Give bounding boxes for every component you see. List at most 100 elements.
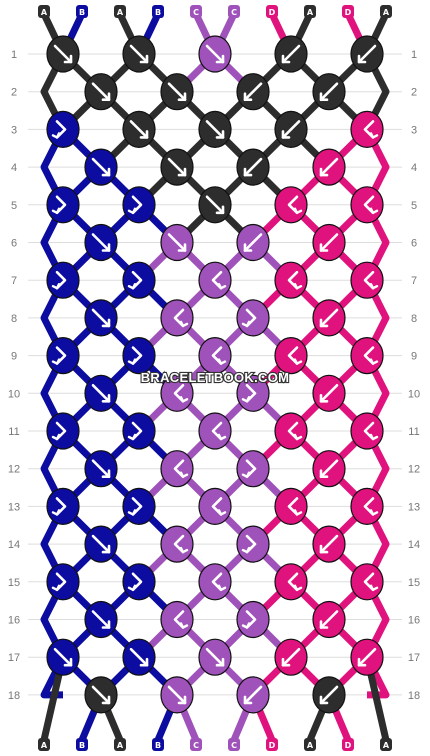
knot-arrow-head xyxy=(241,396,251,403)
knot xyxy=(46,337,80,375)
row-number-left: 10 xyxy=(8,388,20,400)
knot-arrow-shaft xyxy=(319,610,339,629)
knot xyxy=(46,563,80,601)
knot-arrow-head xyxy=(369,433,379,441)
strand-label-top: C xyxy=(193,8,199,17)
row-number-left: 3 xyxy=(11,124,17,136)
knot xyxy=(46,638,80,676)
knot-arrow-head xyxy=(217,358,227,365)
knot-arrow-head xyxy=(369,584,379,591)
knot-arrow-head xyxy=(319,92,329,101)
row-number-right: 16 xyxy=(408,615,420,627)
knot xyxy=(46,487,80,525)
knot-arrow-head xyxy=(319,318,329,328)
knot-arrow-head xyxy=(217,584,227,591)
strand-label-top: A xyxy=(383,8,390,17)
knot xyxy=(312,525,346,563)
row-number-right: 4 xyxy=(411,162,417,174)
strand-label-bottom-tab xyxy=(76,738,88,751)
knot xyxy=(46,412,80,450)
knot xyxy=(84,73,118,111)
knot xyxy=(84,525,118,563)
strand-label-bottom-tab xyxy=(380,738,392,751)
knot xyxy=(350,412,384,450)
knot xyxy=(350,563,384,601)
knot-arrow-head xyxy=(179,622,189,629)
knot xyxy=(312,73,346,111)
knot xyxy=(350,487,384,525)
row-number-right: 5 xyxy=(411,200,417,212)
knot xyxy=(350,261,384,299)
knot-ellipse xyxy=(160,600,194,639)
knot-arrow-head xyxy=(215,205,225,215)
knot-arrow-shaft xyxy=(319,233,339,252)
knot-arrow-shaft xyxy=(91,308,111,328)
strand-label-top-tab xyxy=(228,5,240,18)
knot xyxy=(274,412,308,450)
strand-label-bottom: A xyxy=(383,741,390,750)
row-number-right: 14 xyxy=(408,539,420,551)
knot xyxy=(198,487,232,525)
knot xyxy=(198,337,232,375)
knot-arrow-head xyxy=(293,584,303,591)
knot-ellipse xyxy=(198,261,232,299)
row-number-left: 11 xyxy=(8,426,19,438)
knot-ellipse xyxy=(46,412,80,450)
knot xyxy=(350,35,384,73)
knot-ellipse xyxy=(198,412,232,450)
knot-arrow-head xyxy=(179,320,189,328)
knot-ellipse xyxy=(46,110,80,148)
knot xyxy=(160,525,194,563)
knot-arrow-shaft xyxy=(91,82,111,101)
knot xyxy=(312,450,346,488)
knot-ellipse xyxy=(160,525,194,563)
knot-ellipse xyxy=(236,525,270,563)
knot xyxy=(160,299,194,337)
knot-arrow-shaft xyxy=(205,195,225,215)
knot xyxy=(274,563,308,601)
knot-arrow-shaft xyxy=(129,44,149,64)
knot-arrow-shaft xyxy=(319,383,339,403)
knot xyxy=(236,676,270,714)
knot xyxy=(122,487,156,525)
knot-ellipse xyxy=(350,412,384,450)
knot xyxy=(160,148,194,186)
knot-arrow-shaft xyxy=(281,120,301,139)
knot-arrow-head xyxy=(357,657,367,667)
knot-arrow-head xyxy=(243,695,253,705)
row-number-left: 1 xyxy=(11,49,17,61)
knot-arrow-shaft xyxy=(53,44,73,64)
strand-label-bottom: D xyxy=(345,741,352,750)
knot xyxy=(236,223,270,262)
knot-arrow-shaft xyxy=(319,82,339,101)
knot-ellipse xyxy=(350,337,384,375)
knot-arrow-head xyxy=(127,584,137,591)
strand-label-top: D xyxy=(269,8,276,17)
knot xyxy=(274,186,308,224)
strand-label-bottom: D xyxy=(269,741,276,750)
knot-ellipse xyxy=(236,450,270,488)
knot-arrow-shaft xyxy=(53,647,73,667)
knot-arrow-head xyxy=(281,130,291,139)
knot xyxy=(236,525,270,563)
knot-arrow-shaft xyxy=(205,647,225,667)
knot-arrow-head xyxy=(369,283,379,290)
knot-arrow-shaft xyxy=(205,120,225,139)
knot xyxy=(160,374,194,412)
row-number-left: 7 xyxy=(11,275,17,287)
strand-label-top-tab xyxy=(190,5,202,18)
knot-arrow-head xyxy=(369,509,379,516)
knot-arrow-shaft xyxy=(129,120,149,139)
knot-arrow-head xyxy=(243,167,253,177)
knot-arrow-head xyxy=(51,584,61,591)
knot-ellipse xyxy=(122,563,156,601)
knot xyxy=(274,638,308,676)
knot xyxy=(312,600,346,639)
knot xyxy=(84,676,118,714)
knot xyxy=(122,563,156,601)
knot-arrow-shaft xyxy=(91,685,111,705)
row-number-right: 2 xyxy=(411,87,417,99)
knot-arrow-shaft xyxy=(167,82,187,101)
row-number-left: 16 xyxy=(8,615,20,627)
knot-arrow-head xyxy=(319,243,329,252)
